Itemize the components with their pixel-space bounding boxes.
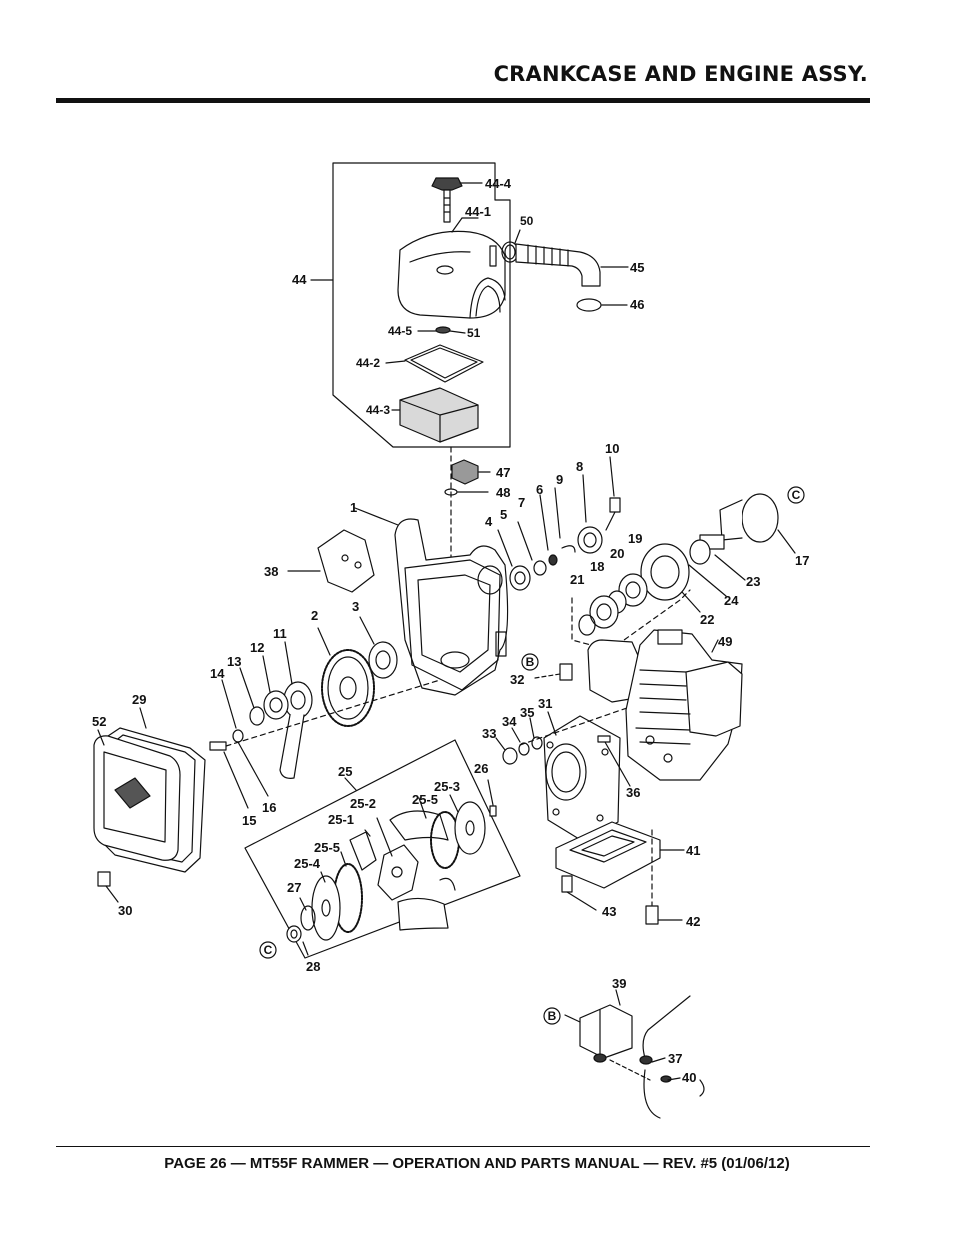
engine-base-plate-part <box>555 821 685 925</box>
reference-markers: B C C B <box>264 488 801 1023</box>
callout-25-4: 25-4 <box>294 856 321 871</box>
callout-18: 18 <box>590 559 604 574</box>
callout-21: 21 <box>570 572 584 587</box>
footer-rule <box>56 1146 870 1147</box>
title-rule <box>56 98 870 103</box>
callout-32: 32 <box>510 672 524 687</box>
callout-45: 45 <box>630 260 644 275</box>
crankcase-cover-part <box>93 707 206 903</box>
callout-16: 16 <box>262 800 276 815</box>
callout-1: 1 <box>350 500 357 515</box>
callout-28: 28 <box>306 959 320 974</box>
callout-33: 33 <box>482 726 496 741</box>
callout-15: 15 <box>242 813 256 828</box>
callout-24: 24 <box>724 593 739 608</box>
callout-7: 7 <box>518 495 525 510</box>
callout-41: 41 <box>686 843 700 858</box>
clutch-parts <box>286 779 497 956</box>
callout-25-2: 25-2 <box>350 796 376 811</box>
marker-b-upper: B <box>526 655 535 669</box>
callout-4: 4 <box>485 514 493 529</box>
page-title: CRANKCASE AND ENGINE ASSY. <box>493 62 868 86</box>
callout-44-4: 44-4 <box>485 176 512 191</box>
air-filter-element-part <box>391 387 479 443</box>
engine-part <box>587 629 743 781</box>
callout-36: 36 <box>626 785 640 800</box>
page-footer: PAGE 26 — MT55F RAMMER — OPERATION AND P… <box>164 1155 790 1172</box>
callout-48: 48 <box>496 485 510 500</box>
callout-43: 43 <box>602 904 616 919</box>
air-cleaner-gasket-part <box>385 344 484 383</box>
callout-44-1: 44-1 <box>465 204 491 219</box>
marker-c-upper: C <box>792 488 801 502</box>
callout-40: 40 <box>682 1070 696 1085</box>
callout-27: 27 <box>287 880 301 895</box>
callout-25-1: 25-1 <box>328 812 354 827</box>
callout-25-5-upper: 25-5 <box>412 792 438 807</box>
part-callouts: 44-4 44-1 50 44 45 46 44-5 51 44-2 44-3 … <box>92 176 809 1085</box>
callout-19: 19 <box>628 531 642 546</box>
shaft-bearing-stack <box>497 456 621 591</box>
callout-14: 14 <box>210 666 225 681</box>
callout-44: 44 <box>292 272 307 287</box>
callout-42: 42 <box>686 914 700 929</box>
snap-ring-part <box>576 298 628 312</box>
callout-44-2: 44-2 <box>356 356 380 370</box>
callout-37: 37 <box>668 1051 682 1066</box>
callout-29: 29 <box>132 692 146 707</box>
crankcase-part <box>354 507 509 696</box>
callout-47: 47 <box>496 465 510 480</box>
air-cleaner-group-bracket <box>310 162 511 448</box>
callout-26: 26 <box>474 761 488 776</box>
lower-bracket-detail <box>564 989 705 1119</box>
callout-49: 49 <box>718 634 732 649</box>
callout-51: 51 <box>467 326 481 340</box>
callout-50: 50 <box>520 214 534 228</box>
callout-25-3: 25-3 <box>434 779 460 794</box>
callout-10: 10 <box>605 441 619 456</box>
callout-3: 3 <box>352 599 359 614</box>
callout-8: 8 <box>576 459 583 474</box>
callout-25-5-mid: 25-5 <box>314 840 340 855</box>
callout-9: 9 <box>556 472 563 487</box>
intake-hose-part <box>515 243 629 287</box>
callout-34: 34 <box>502 714 517 729</box>
callout-38: 38 <box>264 564 278 579</box>
callout-30: 30 <box>118 903 132 918</box>
callout-46: 46 <box>630 297 644 312</box>
page-header: CRANKCASE AND ENGINE ASSY. <box>0 0 954 110</box>
callout-44-5: 44-5 <box>388 324 412 338</box>
callout-17: 17 <box>795 553 809 568</box>
callout-13: 13 <box>227 654 241 669</box>
callout-52: 52 <box>92 714 106 729</box>
callout-31: 31 <box>538 696 552 711</box>
callout-5: 5 <box>500 507 507 522</box>
drive-gear-part <box>317 616 398 727</box>
callout-11: 11 <box>273 626 287 641</box>
callout-6: 6 <box>536 482 543 497</box>
callout-2: 2 <box>311 608 318 623</box>
connecting-rod-part <box>209 641 441 809</box>
callout-44-3: 44-3 <box>366 403 390 417</box>
callout-39: 39 <box>612 976 626 991</box>
callout-35: 35 <box>520 705 534 720</box>
air-cleaner-cover-part <box>397 217 506 319</box>
callout-12: 12 <box>250 640 264 655</box>
pre-filter-part <box>444 446 491 561</box>
callout-23: 23 <box>746 574 760 589</box>
engine-flange-part <box>495 663 651 843</box>
marker-b-lower: B <box>548 1009 557 1023</box>
wing-bolt-part <box>431 177 483 223</box>
clutch-housing-stack <box>571 493 796 651</box>
marker-c-lower: C <box>264 943 273 957</box>
callout-22: 22 <box>700 612 714 627</box>
callout-20: 20 <box>610 546 624 561</box>
engine-bracket-part <box>287 529 375 593</box>
callout-25: 25 <box>338 764 352 779</box>
cover-washer-part <box>417 326 466 334</box>
clutch-assembly-bracket <box>244 739 521 959</box>
